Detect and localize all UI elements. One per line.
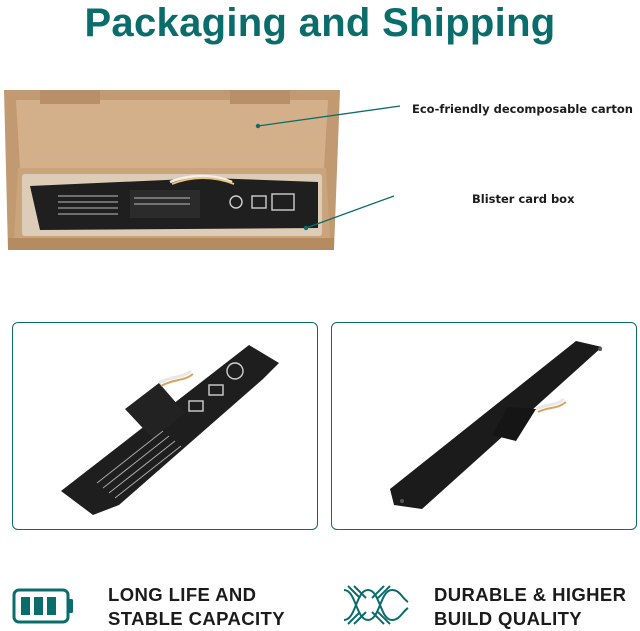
battery-back-photo <box>331 322 637 530</box>
battery-icon <box>12 588 73 624</box>
callout-blister: Blister card box <box>472 192 575 206</box>
battery-front-photo <box>12 322 318 530</box>
feature-durable: DURABLE & HIGHER BUILD QUALITY <box>434 584 627 629</box>
braided-cable-icon <box>343 585 409 625</box>
page-title: Packaging and Shipping <box>84 1 556 45</box>
callout-carton: Eco-friendly decomposable carton <box>412 102 633 116</box>
packaging-photo: Eco-friendly decomposable carton Blister… <box>0 78 640 268</box>
feature-long-life: LONG LIFE AND STABLE CAPACITY <box>108 584 285 629</box>
